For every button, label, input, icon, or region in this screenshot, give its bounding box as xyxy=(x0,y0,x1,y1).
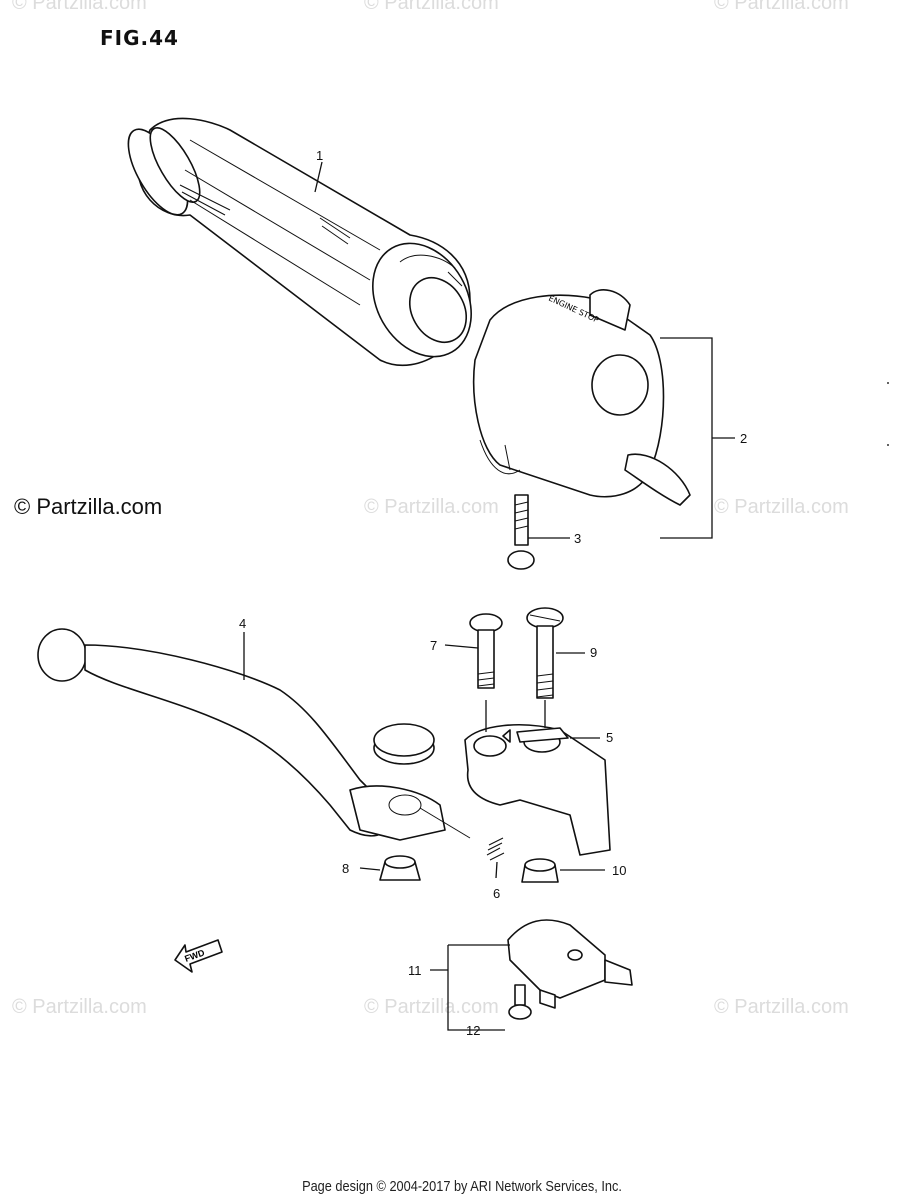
callout-5: 5 xyxy=(606,730,613,745)
spring-6[interactable] xyxy=(486,837,505,861)
callouts: 1 2 3 4 5 6 7 8 9 10 11 12 xyxy=(239,148,747,1038)
watermark: © Partzilla.com xyxy=(364,996,499,1018)
callout-4: 4 xyxy=(239,616,246,631)
callout-10: 10 xyxy=(612,863,626,878)
watermark: © Partzilla.com xyxy=(714,496,849,518)
screw-9[interactable] xyxy=(526,607,564,699)
brake-lever[interactable] xyxy=(37,628,471,841)
handle-grip[interactable] xyxy=(117,117,491,374)
leader-lines xyxy=(243,161,735,1031)
pivot-bolt-7[interactable] xyxy=(469,613,503,689)
watermark: © Partzilla.com xyxy=(714,0,849,14)
callout-12: 12 xyxy=(466,1023,480,1038)
watermark: © Partzilla.com xyxy=(714,996,849,1018)
nut-8[interactable] xyxy=(379,855,421,881)
watermark: © Partzilla.com xyxy=(364,496,499,518)
callout-7: 7 xyxy=(430,638,437,653)
nut-10[interactable] xyxy=(521,858,559,883)
callout-1: 1 xyxy=(316,148,323,163)
brake-light-switch[interactable] xyxy=(507,919,633,1009)
watermark: © Partzilla.com xyxy=(12,996,147,1018)
watermark: © Partzilla.com xyxy=(364,0,499,14)
footer-text: Page design © 2004-2017 by ARI Network S… xyxy=(302,1178,622,1195)
callout-8: 8 xyxy=(342,861,349,876)
callout-9: 9 xyxy=(590,645,597,660)
figure-title: FIG.44 xyxy=(100,26,179,50)
fwd-arrow: FWD xyxy=(174,939,223,973)
callout-11: 11 xyxy=(408,963,422,978)
copyright-text: © Partzilla.com xyxy=(14,494,163,519)
callout-2: 2 xyxy=(740,431,747,446)
switch-housing[interactable]: ENGINE STOP xyxy=(472,289,691,506)
screw-3[interactable] xyxy=(507,494,535,570)
callout-6: 6 xyxy=(493,886,500,901)
screw-12[interactable] xyxy=(508,984,532,1020)
lever-bracket[interactable] xyxy=(464,724,611,856)
callout-3: 3 xyxy=(574,531,581,546)
watermark: © Partzilla.com xyxy=(12,0,147,14)
